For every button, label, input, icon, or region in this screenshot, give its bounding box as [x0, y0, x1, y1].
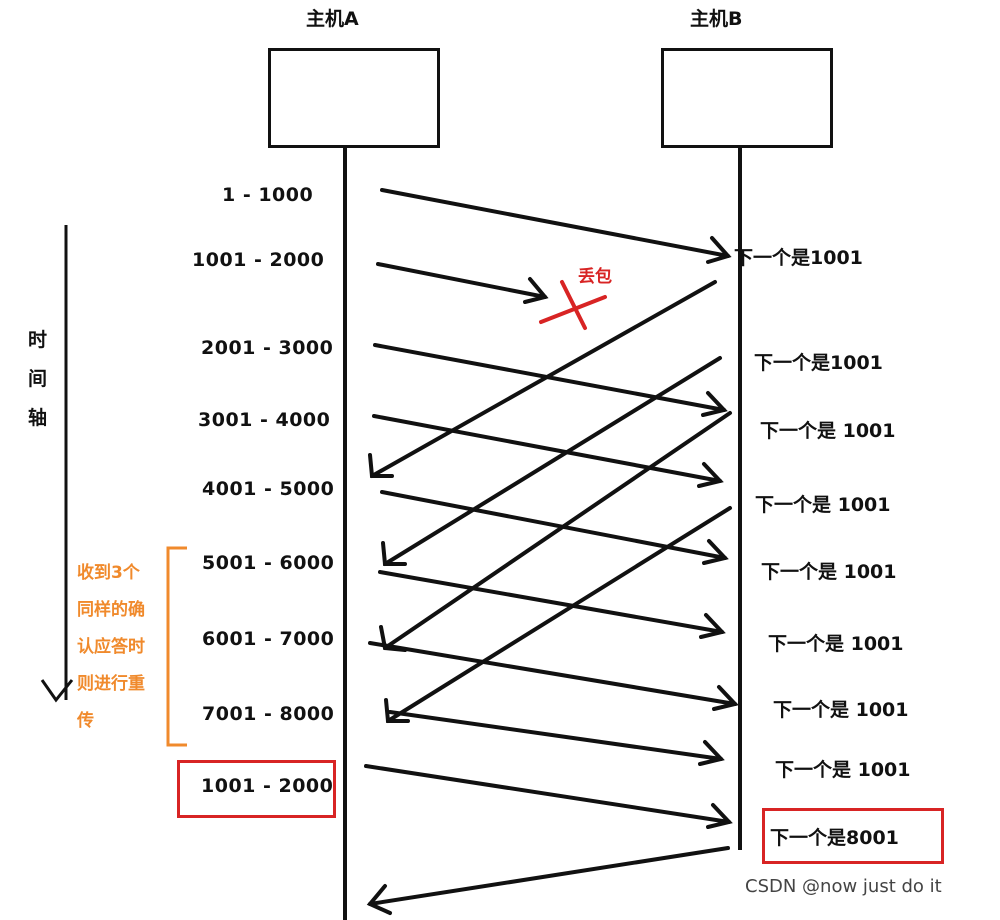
send-arrow-1 [380, 188, 730, 258]
send-arrow-7-head [712, 685, 739, 711]
send-arrow-8 [388, 710, 723, 761]
send-arrow-4 [372, 414, 722, 483]
ack-arrow-4-head [384, 698, 410, 723]
ack-label-1: 下一个是1001 [734, 247, 863, 269]
note-line-4: 则进行重 [77, 674, 145, 694]
send-arrow-5 [380, 490, 727, 560]
note-bracket [166, 546, 187, 747]
send-arrow-8-head [698, 740, 725, 766]
send-arrow-lost-head [523, 277, 549, 304]
ack-arrow-1-head [368, 453, 394, 478]
final-ack-highlight-box [762, 808, 944, 864]
time-axis-char-2: 间 [28, 368, 48, 390]
retransmit-note: 收到3个 同样的确 认应答时 则进行重 传 [77, 555, 145, 740]
ack-label-5: 下一个是 1001 [761, 561, 897, 583]
send-label-8: 7001 - 8000 [202, 703, 335, 725]
lost-packet-cross-b [539, 295, 607, 324]
send-arrow-3-head [701, 391, 728, 417]
ack-arrow-4 [386, 506, 732, 723]
send-arrow-6-head [699, 613, 726, 639]
host-a-lifeline [343, 148, 347, 920]
ack-arrow-2 [383, 356, 722, 566]
note-line-3: 认应答时 [77, 637, 145, 657]
send-label-6: 5001 - 6000 [202, 552, 335, 574]
ack-label-2: 下一个是1001 [754, 352, 883, 374]
note-line-5: 传 [77, 711, 94, 731]
host-a-label: 主机A [306, 8, 359, 30]
time-axis-char-3: 轴 [28, 407, 48, 429]
send-label-4: 3001 - 4000 [198, 409, 331, 431]
send-arrow-lost [376, 262, 547, 299]
send-label-retransmit: 1001 - 2000 [201, 775, 334, 797]
send-label-1: 1 - 1000 [222, 184, 314, 206]
time-axis-char-1: 时 [28, 329, 48, 351]
ack-label-4: 下一个是 1001 [755, 494, 891, 516]
lost-packet-label: 丢包 [578, 267, 612, 287]
send-label-7: 6001 - 7000 [202, 628, 335, 650]
send-arrow-6 [378, 570, 724, 634]
ack-arrow-final-head [366, 884, 392, 915]
ack-label-7: 下一个是 1001 [773, 699, 909, 721]
ack-arrow-3-head [379, 625, 407, 652]
send-arrow-retransmit [364, 764, 731, 824]
watermark: CSDN @now just do it [745, 876, 942, 897]
host-b-lifeline [738, 148, 742, 850]
host-b-label: 主机B [690, 8, 743, 30]
send-label-5: 4001 - 5000 [202, 478, 335, 500]
send-arrow-1-head [706, 236, 732, 264]
ack-arrow-2-head [381, 541, 407, 566]
ack-label-6: 下一个是 1001 [768, 633, 904, 655]
ack-arrow-1 [370, 280, 717, 478]
ack-arrow-final [368, 846, 730, 906]
retransmit-highlight-box [177, 760, 336, 818]
send-arrow-7 [368, 641, 737, 706]
send-arrow-4-head [697, 462, 724, 488]
note-line-1: 收到3个 [77, 563, 140, 583]
send-label-3: 2001 - 3000 [201, 337, 334, 359]
host-a-box [268, 48, 440, 148]
lost-packet-cross-a [560, 280, 587, 330]
host-b-box [661, 48, 833, 148]
send-arrow-5-head [702, 539, 729, 565]
send-label-2: 1001 - 2000 [192, 249, 325, 271]
ack-label-8: 下一个是 1001 [775, 759, 911, 781]
send-arrow-retransmit-head [706, 803, 733, 829]
ack-label-3: 下一个是 1001 [760, 420, 896, 442]
note-line-2: 同样的确 [77, 600, 145, 620]
ack-label-final: 下一个是8001 [770, 827, 899, 849]
time-axis-arrowhead [40, 679, 74, 703]
ack-arrow-3 [383, 411, 732, 650]
